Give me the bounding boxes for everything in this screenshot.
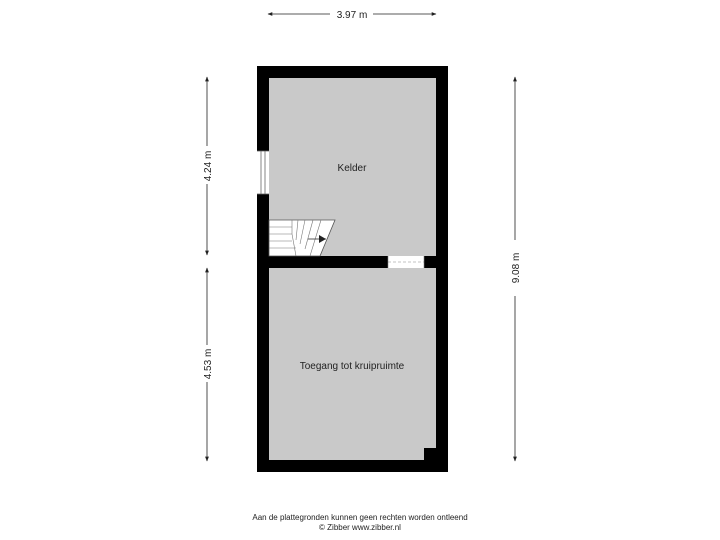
dimension-height-lower-label: 4.53 m <box>203 349 214 380</box>
dimension-height-right-label: 9.08 m <box>511 253 522 284</box>
room-toegang-kruipruimte <box>269 268 436 460</box>
staircase <box>268 219 336 257</box>
dimension-height-right: 9.08 m <box>511 76 522 462</box>
door-opening-middle-wall <box>387 256 425 268</box>
room-label-toegang: Toegang tot kruipruimte <box>300 361 405 372</box>
dimension-height-lower-left: 4.53 m <box>203 267 214 462</box>
dimension-width-label: 3.97 m <box>337 10 368 21</box>
dimension-height-upper-left: 4.24 m <box>203 76 214 256</box>
footer-copyright: © Zibber www.zibber.nl <box>319 523 401 532</box>
window-left-wall <box>257 150 269 195</box>
corner-pillar <box>424 448 436 460</box>
footer-disclaimer: Aan de plattegronden kunnen geen rechten… <box>252 513 468 522</box>
dimension-width-top: 3.97 m <box>267 10 437 21</box>
dimension-height-upper-label: 4.24 m <box>203 151 214 182</box>
room-label-kelder: Kelder <box>338 163 368 174</box>
